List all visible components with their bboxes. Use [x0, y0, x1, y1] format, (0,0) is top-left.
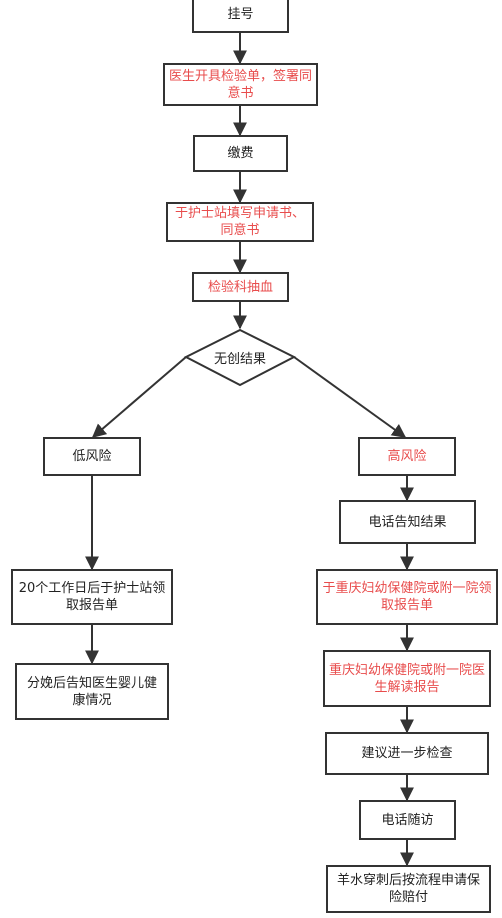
node-low-after: 分娩后告知医生婴儿健康情况: [15, 663, 169, 720]
node-phone-followup-label: 电话随访: [381, 812, 434, 828]
node-phone-followup: 电话随访: [359, 800, 456, 840]
arrow-result-to-high: [293, 356, 407, 438]
node-insurance: 羊水穿刺后按流程申请保险赔付: [326, 865, 491, 913]
node-high-pickup-label: 于重庆妇幼保健院或附一院领取报告单: [322, 581, 492, 613]
node-low-risk-label: 低风险: [72, 449, 112, 464]
node-high-pickup: 于重庆妇幼保健院或附一院领取报告单: [316, 569, 498, 625]
node-further-check: 建议进一步检查: [325, 732, 489, 775]
node-further-check-label: 建议进一步检查: [361, 746, 453, 761]
node-register-label: 挂号: [227, 7, 254, 22]
node-blood-draw: 检验科抽血: [192, 272, 289, 302]
node-doctor-explain: 重庆妇幼保健院或附一院医生解读报告: [323, 650, 491, 707]
node-pay-label: 缴费: [227, 146, 254, 161]
node-pay: 缴费: [193, 135, 288, 172]
node-low-pickup-label: 20个工作日后于护士站领取报告单: [18, 581, 166, 613]
node-low-pickup: 20个工作日后于护士站领取报告单: [11, 569, 173, 625]
node-high-risk: 高风险: [358, 437, 456, 476]
node-low-after-label: 分娩后告知医生婴儿健康情况: [26, 675, 157, 708]
node-issue-form-label: 医生开具检验单，签署同意书: [169, 68, 313, 101]
node-doctor-explain-label: 重庆妇幼保健院或附一院医生解读报告: [329, 662, 486, 695]
node-register: 挂号: [192, 0, 289, 33]
node-insurance-label: 羊水穿刺后按流程申请保险赔付: [336, 873, 480, 905]
node-nurse-form: 于护士站填写申请书、同意书: [166, 202, 314, 242]
node-nurse-form-label: 于护士站填写申请书、同意书: [174, 206, 305, 238]
node-blood-draw-label: 检验科抽血: [207, 279, 273, 295]
decision-label: 无创结果: [213, 351, 266, 367]
node-phone-notify-label: 电话告知结果: [368, 514, 447, 530]
node-high-risk-label: 高风险: [387, 449, 427, 464]
decision-diamond: [183, 328, 297, 387]
node-low-risk: 低风险: [43, 437, 141, 476]
node-issue-form: 医生开具检验单，签署同意书: [163, 63, 318, 106]
node-phone-notify: 电话告知结果: [339, 500, 476, 544]
arrow-result-to-low: [91, 356, 187, 438]
